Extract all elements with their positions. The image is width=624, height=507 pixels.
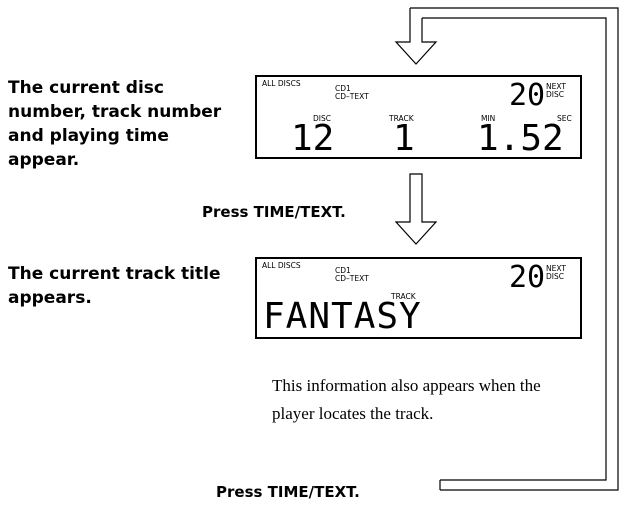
lcd-track-header: TRACK <box>389 114 414 123</box>
caption-press-time-text-1: Press TIME/TEXT. <box>202 203 346 221</box>
down-arrow-top <box>394 8 438 65</box>
lcd-next-label: NEXT <box>546 82 566 91</box>
caption-disc-info: The current disc number, track number an… <box>8 78 222 170</box>
lcd-next-disc-value: 20 <box>509 260 546 295</box>
lcd-next-disc-value: 20 <box>509 78 546 113</box>
lcd-display-track-title: ALL DISCS CD1 CD–TEXT 20 NEXT DISC TRACK… <box>255 257 582 339</box>
caption-press-time-text-2: Press TIME/TEXT. <box>216 483 360 501</box>
lcd-next-label: NEXT <box>546 264 566 273</box>
lcd-track-header: TRACK <box>391 292 416 301</box>
lcd-cd-label: CD1 <box>335 84 351 93</box>
lcd-mode-label: ALL DISCS <box>262 261 301 270</box>
lcd-mode-label: ALL DISCS <box>262 79 301 88</box>
lcd-display-disc-info: ALL DISCS CD1 CD–TEXT 20 NEXT DISC DISC … <box>255 75 582 159</box>
lcd-cd-label: CD1 <box>335 266 351 275</box>
lcd-next-disc-label: DISC <box>546 90 564 99</box>
loop-inner-line <box>422 17 607 481</box>
loop-outer-line <box>410 7 619 491</box>
note-text: This information also appears when the p… <box>272 376 541 423</box>
lcd-disc-value: 12 <box>291 118 335 159</box>
lcd-cdtext-label: CD–TEXT <box>335 274 369 283</box>
caption-track-title: The current track title appears. <box>8 264 221 308</box>
lcd-track-title: FANTASY <box>263 296 422 337</box>
lcd-cdtext-label: CD–TEXT <box>335 92 369 101</box>
lcd-time-value: 1.52 <box>477 118 564 159</box>
lcd-disc-header: DISC <box>313 114 331 123</box>
lcd-next-disc-label: DISC <box>546 272 564 281</box>
lcd-sec-header: SEC <box>557 114 572 123</box>
lcd-min-header: MIN <box>481 114 496 123</box>
lcd-track-value: 1 <box>393 118 415 159</box>
down-arrow-middle <box>394 173 438 245</box>
